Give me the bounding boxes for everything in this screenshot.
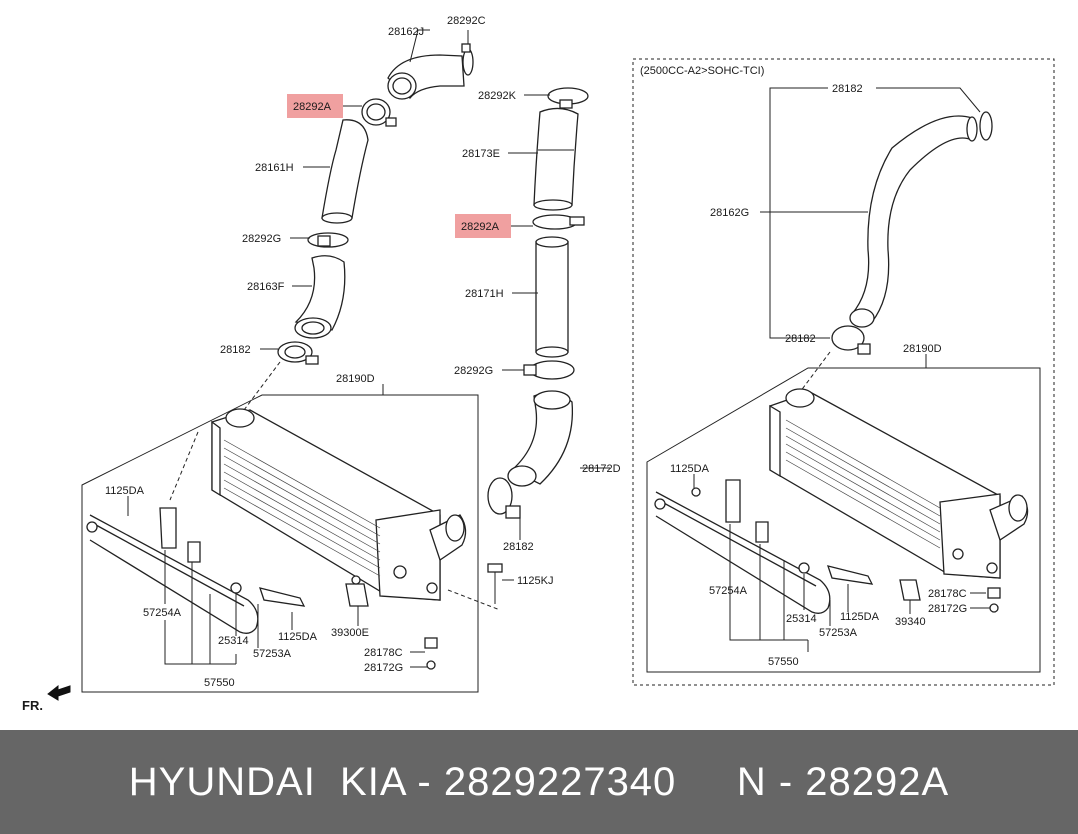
label-1125da-right-top: 1125DA [670, 463, 710, 475]
part-number-footer: HYUNDAI KIA - 2829227340 N - 28292A [0, 730, 1078, 834]
label-1125da-left-top: 1125DA [105, 485, 145, 497]
label-28178c-left: 28178C [364, 647, 403, 659]
clamp-28292g-mid [523, 360, 575, 380]
hose-28162g [849, 115, 978, 328]
label-28172g-right: 28172G [928, 603, 967, 615]
clamp-28292c [461, 43, 474, 76]
highlight-28292a-mid [455, 214, 511, 238]
label-28292g-mid: 28292G [454, 365, 493, 377]
footer-part-numbers: HYUNDAI KIA - 2829227340 N - 28292A [128, 759, 950, 804]
clamp-28292g-left [307, 232, 349, 248]
clamp-28292a-mid [532, 214, 585, 230]
pipes-57550-right [654, 479, 874, 614]
label-28173e: 28173E [462, 148, 500, 160]
label-57254a-left: 57254A [143, 607, 182, 619]
label-28292c: 28292C [447, 15, 486, 27]
label-57253a-left: 57253A [253, 648, 292, 660]
label-57253a-right: 57253A [819, 627, 858, 639]
label-28178c-right: 28178C [928, 588, 967, 600]
highlight-28292a-left [287, 94, 343, 118]
cap-28178c-left [424, 637, 438, 670]
hose-28162j [387, 54, 465, 100]
label-25314-right: 25314 [786, 613, 817, 625]
clamp-28182-right-bottom [831, 325, 871, 355]
label-28172d: 28172D [582, 463, 621, 475]
label-28292a-mid: 28292A [461, 221, 500, 233]
label-28292k: 28292K [478, 90, 517, 102]
clamp-28182-left [277, 341, 319, 365]
label-1125da-right-bottom: 1125DA [840, 611, 880, 623]
clamp-28182-mid [487, 477, 521, 519]
label-57550-right: 57550 [768, 656, 799, 668]
label-57254a-right: 57254A [709, 585, 748, 597]
hose-28161h [321, 119, 369, 224]
label-39300e: 39300E [331, 627, 369, 639]
label-28190d-left: 28190D [336, 373, 375, 385]
sensor-39340 [899, 579, 921, 601]
label-28161h: 28161H [255, 162, 294, 174]
front-direction-label: FR. [22, 698, 43, 713]
label-28182-left: 28182 [220, 344, 251, 356]
label-1125kj: 1125KJ [517, 575, 554, 587]
intercooler-28190d-right [769, 388, 1029, 579]
pipe-28171h [535, 236, 569, 358]
hose-28163f [294, 255, 346, 339]
label-28171h: 28171H [465, 288, 504, 300]
hose-28172d [507, 390, 574, 487]
intercooler-28190d-left [211, 408, 467, 601]
label-28292a-left: 28292A [293, 101, 332, 113]
leader-lines [127, 29, 990, 668]
label-39340: 39340 [895, 616, 926, 628]
label-28162j: 28162J [388, 26, 424, 38]
cap-28178c-right [987, 587, 1001, 613]
pipes-57550-left [86, 507, 306, 634]
arrow-icon [47, 684, 71, 701]
clamp-28292a-left [361, 98, 397, 127]
bolt-1125kj [487, 563, 503, 604]
label-28190d-right: 28190D [903, 343, 942, 355]
label-28162g: 28162G [710, 207, 749, 219]
label-28163f: 28163F [247, 281, 285, 293]
label-28182-mid: 28182 [503, 541, 534, 553]
label-variant: (2500CC-A2>SOHC-TCI) [640, 65, 764, 77]
clamp-28292k [547, 87, 589, 109]
front-direction-indicator: FR. [22, 684, 71, 713]
label-25314-left: 25314 [218, 635, 249, 647]
label-28172g-left: 28172G [364, 662, 403, 674]
sensor-39300e [345, 575, 369, 607]
parts-diagram: 28162J 28292C 28292A 28161H 28292G 28163… [22, 15, 1055, 713]
label-28182-right-top: 28182 [832, 83, 863, 95]
label-1125da-left-bottom: 1125DA [278, 631, 318, 643]
hose-28173e [533, 107, 579, 211]
label-28292g-left: 28292G [242, 233, 281, 245]
label-57550-left: 57550 [204, 677, 235, 689]
label-28182-right-bottom: 28182 [785, 333, 816, 345]
clamp-28182-right-top [979, 111, 993, 141]
